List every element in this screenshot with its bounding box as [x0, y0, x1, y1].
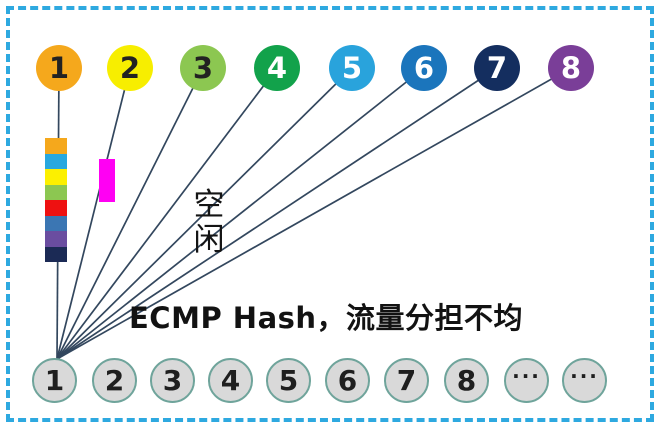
queue-segment	[45, 200, 67, 216]
downlink-node-8: 8	[444, 358, 489, 403]
uplink-node-label: 4	[266, 50, 288, 85]
queue-segment	[45, 169, 67, 185]
link-line-8	[56, 67, 572, 360]
downlink-node-label: 3	[162, 363, 183, 397]
downlink-node-label: 7	[396, 363, 417, 397]
queue-segment	[45, 138, 67, 154]
downlink-node-4: 4	[208, 358, 253, 403]
queue-segment	[45, 184, 67, 200]
caption: ECMP Hash，流量分担不均	[129, 301, 524, 335]
link-line-2	[56, 67, 131, 360]
downlink-node-label: 6	[337, 363, 358, 397]
queue-segment	[45, 153, 67, 169]
ellipsis-icon: ···	[570, 363, 599, 388]
uplink-node-2: 2	[107, 45, 153, 91]
uplink-node-6: 6	[401, 45, 447, 91]
uplink-node-label: 1	[48, 50, 70, 85]
downlink-node-6: 6	[325, 358, 370, 403]
downlink-node-2: 2	[92, 358, 137, 403]
queue-segment	[45, 215, 67, 231]
uplink-node-1: 1	[36, 45, 82, 91]
downlink-node-5: 5	[266, 358, 311, 403]
uplink-node-4: 4	[254, 45, 300, 91]
uplink-node-label: 5	[341, 50, 363, 85]
downlink-node-3: 3	[150, 358, 195, 403]
queue-segment	[45, 231, 67, 247]
downlink-node-label: 2	[104, 363, 125, 397]
uplink-node-3: 3	[180, 45, 226, 91]
downlink-node-ellipsis-1: ···	[504, 358, 549, 403]
idle-label-char: 空	[193, 187, 225, 223]
idle-label: 空 闲	[190, 188, 228, 258]
downlink-node-label: 4	[220, 363, 241, 397]
downlink-node-label: 1	[44, 363, 65, 397]
uplink-node-5: 5	[329, 45, 375, 91]
uplink-node-label: 2	[119, 50, 141, 85]
link-line-5	[56, 67, 353, 360]
uplink-node-label: 8	[560, 50, 582, 85]
busy-packet-block	[99, 159, 115, 202]
link-line-4	[56, 67, 278, 360]
ellipsis-icon: ···	[512, 363, 541, 388]
packet-queue-stack	[45, 138, 67, 262]
uplink-node-7: 7	[474, 45, 520, 91]
downlink-node-ellipsis-2: ···	[562, 358, 607, 403]
uplink-node-label: 6	[413, 50, 435, 85]
uplink-node-label: 7	[486, 50, 508, 85]
downlink-node-label: 8	[456, 363, 477, 397]
idle-label-char: 闲	[193, 222, 225, 258]
link-line-7	[56, 67, 498, 360]
downlink-node-label: 5	[278, 363, 299, 397]
downlink-node-1: 1	[32, 358, 77, 403]
uplink-node-label: 3	[192, 50, 214, 85]
link-line-6	[56, 67, 425, 360]
queue-segment	[45, 246, 67, 262]
uplink-node-8: 8	[548, 45, 594, 91]
link-line-3	[56, 67, 204, 360]
downlink-node-7: 7	[384, 358, 429, 403]
